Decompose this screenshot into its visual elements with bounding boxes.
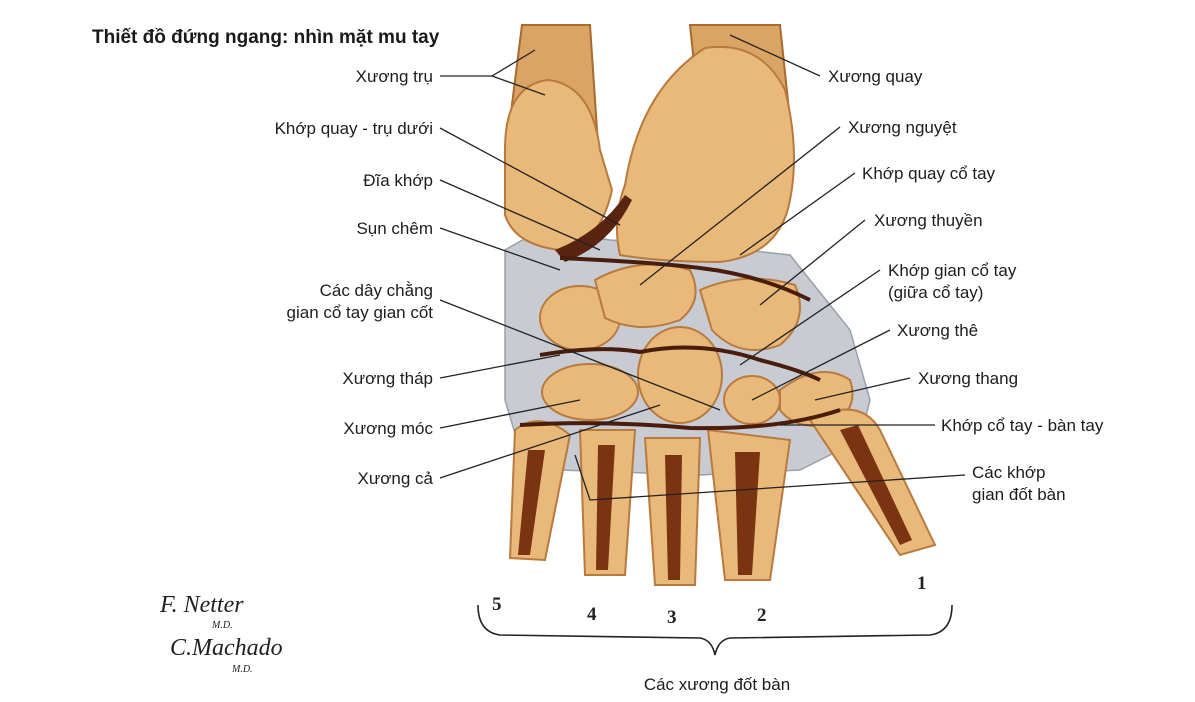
label-ligaments-line2: gian cổ tay gian cốt (287, 303, 434, 322)
label-triquetrum: Xương tháp (342, 369, 433, 388)
leader-capitate (439, 404, 661, 479)
metacarpal-numbers: 5 4 3 2 1 (492, 573, 927, 628)
label-capitate: Xương cả (358, 469, 434, 488)
midcarpal-joint-line (539, 345, 821, 382)
label-carpometacarpal-joint: Khớp cổ tay - bàn tay (941, 416, 1104, 435)
label-scaphoid: Xương thuyền (874, 211, 983, 230)
labels-right: Xương quay Xương nguyệt Khớp quay cổ tay… (828, 67, 1104, 504)
leader-ulna-b (491, 75, 546, 96)
lunate-bone (593, 263, 697, 329)
metacarpal-number-1: 1 (917, 573, 927, 594)
leader-radius (729, 34, 821, 77)
hamate-bone (541, 363, 639, 421)
signature-netter-md: M.D. (211, 620, 233, 631)
carpometacarpal-joint-line (519, 408, 841, 431)
radiocarpal-joint-line (559, 256, 811, 302)
radius-distal (616, 46, 795, 264)
label-hamate: Xương móc (343, 419, 433, 438)
articular-disc (555, 195, 632, 262)
marrow-mc5 (518, 450, 545, 555)
signature-machado-md: M.D. (231, 664, 253, 675)
leaders-right (574, 34, 966, 501)
marrow-mc1 (840, 425, 912, 545)
label-midcarpal-line2: (giữa cổ tay) (888, 283, 983, 302)
diagram-title: Thiết đồ đứng ngang: nhìn mặt mu tay (92, 27, 440, 48)
label-meniscus: Sụn chêm (356, 219, 433, 238)
leader-midcarpal (739, 269, 881, 366)
label-ulna: Xương trụ (356, 67, 433, 86)
label-distal-radioulnar-joint: Khớp quay - trụ dưới (275, 119, 433, 138)
label-trapezoid: Xương thê (897, 321, 978, 340)
leader-lunate (639, 126, 841, 286)
marrow-mc4 (596, 445, 615, 570)
label-ligaments-line1: Các dây chằng (320, 281, 433, 300)
leader-radiocarpal (739, 172, 856, 256)
label-metacarpals: Các xương đốt bàn (644, 675, 790, 694)
artist-signatures: F. Netter M.D. C.Machado M.D. (159, 592, 283, 675)
leaders-left (439, 49, 721, 479)
labels-left: Xương trụ Khớp quay - trụ dưới Đĩa khớp … (275, 67, 434, 488)
leader-druj (439, 127, 621, 226)
label-intermetacarpal-line2: gian đốt bàn (972, 485, 1066, 504)
leader-trapezoid (751, 329, 891, 401)
wrist-bones-illustration (503, 24, 937, 586)
leader-disc (439, 179, 601, 251)
leader-meniscus (439, 227, 561, 271)
label-lunate: Xương nguyệt (848, 118, 957, 137)
metacarpal-number-5: 5 (492, 594, 502, 615)
metacarpal-number-2: 2 (757, 605, 767, 626)
label-midcarpal-line1: Khớp gian cổ tay (888, 261, 1017, 280)
label-radius: Xương quay (828, 67, 923, 86)
label-articular-disc: Đĩa khớp (363, 171, 433, 190)
leader-ligaments (439, 299, 721, 411)
leader-triquetrum (439, 354, 561, 379)
signature-machado: C.Machado (170, 635, 283, 661)
signature-netter: F. Netter (159, 592, 244, 618)
leader-trapezium (814, 377, 911, 401)
metacarpal-bracket (477, 604, 953, 656)
marrow-mc3 (665, 455, 682, 580)
label-intermetacarpal-line1: Các khớp (972, 463, 1046, 482)
metacarpal-5 (508, 420, 572, 562)
scaphoid-bone (698, 277, 801, 351)
marrow-mc2 (735, 452, 760, 575)
ulna-head (504, 78, 614, 252)
label-trapezium: Xương thang (918, 369, 1018, 388)
label-radiocarpal-joint: Khớp quay cổ tay (862, 164, 996, 183)
leader-hamate (439, 399, 581, 429)
leader-scaphoid (759, 219, 866, 306)
leader-intermetacarpal (574, 454, 966, 501)
metacarpal-number-3: 3 (667, 607, 677, 628)
metacarpal-number-4: 4 (587, 604, 597, 625)
